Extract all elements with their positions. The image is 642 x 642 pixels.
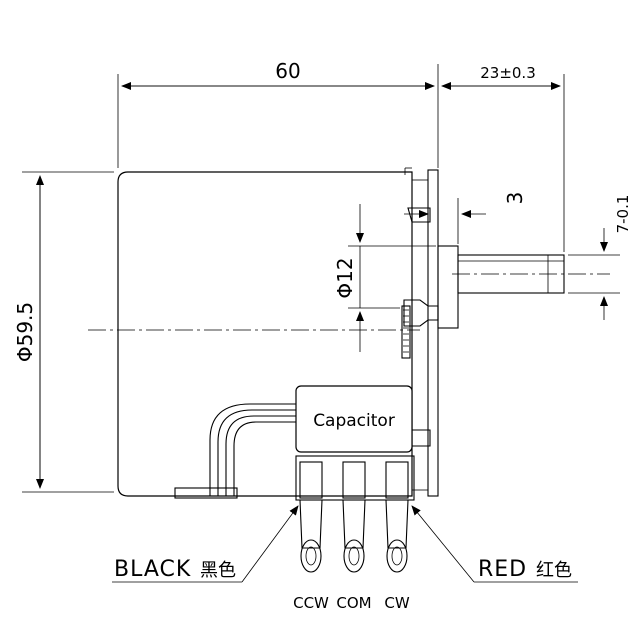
terminal-block <box>295 455 415 573</box>
terminal-ccw <box>299 461 323 573</box>
terminal-cw <box>385 461 409 573</box>
capacitor-label: Capacitor <box>313 411 395 431</box>
black-wire-chinese-label: 黑色 <box>200 560 236 581</box>
dimension-length: 60 <box>117 59 439 168</box>
shaft-tolerance-label: 7-0.1 <box>614 195 632 234</box>
red-wire-label: RED <box>478 557 527 582</box>
terminal-label-cw: CW <box>384 594 409 612</box>
terminal-label-ccw: CCW <box>293 594 329 612</box>
shaft-diameter-label: Φ12 <box>333 257 357 298</box>
red-wire-chinese-label: 红色 <box>536 560 572 581</box>
dimension-flat: 3 <box>404 192 527 244</box>
shaft-length-label: 23±0.3 <box>480 64 536 82</box>
length-label: 60 <box>275 59 300 83</box>
terminal-com <box>342 461 366 573</box>
black-wire-callout: BLACK 黑色 <box>112 505 299 583</box>
shaft-assembly <box>401 245 565 359</box>
dimension-shaft-tolerance: 7-0.1 <box>568 195 632 320</box>
diameter-label: Φ59.5 <box>13 302 37 362</box>
red-wire-callout: RED 红色 <box>411 505 578 583</box>
dimension-shaft-diameter: Φ12 <box>333 204 436 352</box>
flat-label: 3 <box>503 192 527 205</box>
capacitor: Capacitor <box>295 385 413 453</box>
black-wire-label: BLACK <box>114 557 191 582</box>
dimension-diameter: Φ59.5 <box>13 171 114 493</box>
dimension-shaft-length: 23±0.3 <box>441 64 565 252</box>
lead-wires <box>174 403 296 499</box>
terminal-label-com: COM <box>336 594 371 612</box>
terminal-labels: CCW COM CW <box>293 594 410 612</box>
